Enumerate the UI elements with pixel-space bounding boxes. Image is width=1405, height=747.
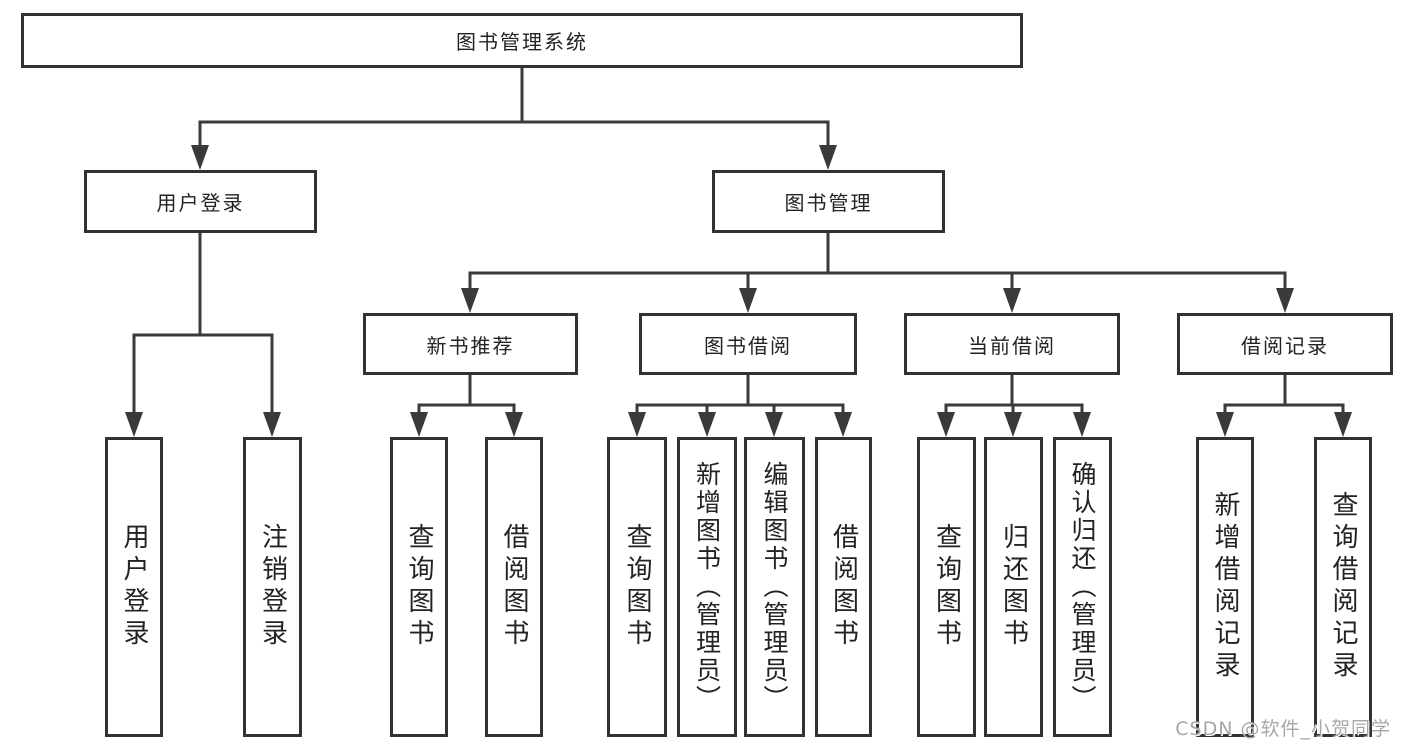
connector-currentborrow-to-leaves [937, 373, 1091, 437]
arrowhead [1334, 412, 1352, 437]
connector-records-to-leaves [1216, 373, 1352, 437]
connector-newbook-to-leaves [410, 373, 523, 437]
connector-bookmgmt-to-level3 [461, 231, 1294, 313]
leaf-query-books: 查询图书 [607, 437, 667, 737]
arrowhead [1003, 288, 1021, 313]
leaf-confirm-return-admin: 确认归还（管理员） [1053, 437, 1112, 737]
arrowhead [819, 145, 837, 170]
leaf-query-books: 查询图书 [390, 437, 448, 737]
leaf-edit-books-admin: 编辑图书（管理员） [744, 437, 805, 737]
leaf-add-books-admin: 新增图书（管理员） [677, 437, 737, 737]
connector-root-to-level2 [191, 66, 837, 170]
arrowhead [765, 412, 783, 437]
node-current-borrowing: 当前借阅 [904, 313, 1120, 375]
arrowhead [1073, 412, 1091, 437]
arrowhead [505, 412, 523, 437]
arrowhead [739, 288, 757, 313]
arrowhead [834, 412, 852, 437]
arrowhead [1004, 412, 1022, 437]
connector-path [635, 373, 845, 417]
leaf-borrow-books: 借阅图书 [485, 437, 543, 737]
node-book-management: 图书管理 [712, 170, 945, 233]
connector-bookborrow-to-leaves [628, 373, 852, 437]
connector-userlogin-to-leaves [125, 231, 281, 437]
leaf-user-login: 用户登录 [105, 437, 163, 737]
node-book-borrowing: 图书借阅 [639, 313, 857, 375]
arrowhead [1216, 412, 1234, 437]
leaf-borrow-books: 借阅图书 [815, 437, 872, 737]
leaf-query-books: 查询图书 [917, 437, 976, 737]
node-library-system: 图书管理系统 [21, 13, 1023, 68]
leaf-logout: 注销登录 [243, 437, 302, 737]
connector-path [944, 373, 1084, 417]
connector-path [1223, 373, 1345, 417]
arrowhead [698, 412, 716, 437]
arrowhead [461, 288, 479, 313]
connector-path [417, 373, 516, 417]
leaf-query-borrow-record: 查询借阅记录 [1314, 437, 1372, 737]
connector-path [468, 231, 1287, 293]
arrowhead [1276, 288, 1294, 313]
arrowhead [125, 412, 143, 437]
arrowhead [628, 412, 646, 437]
watermark: CSDN @软件_小贺同学 [1175, 718, 1391, 740]
arrowhead [410, 412, 428, 437]
connector-path [198, 66, 830, 150]
leaf-return-books: 归还图书 [984, 437, 1043, 737]
connector-path [132, 231, 274, 417]
arrowhead [263, 412, 281, 437]
node-user-login: 用户登录 [84, 170, 317, 233]
arrowhead [937, 412, 955, 437]
leaf-add-borrow-record: 新增借阅记录 [1196, 437, 1254, 737]
arrowhead [191, 145, 209, 170]
node-borrowing-records: 借阅记录 [1177, 313, 1393, 375]
node-new-book-recommend: 新书推荐 [363, 313, 578, 375]
